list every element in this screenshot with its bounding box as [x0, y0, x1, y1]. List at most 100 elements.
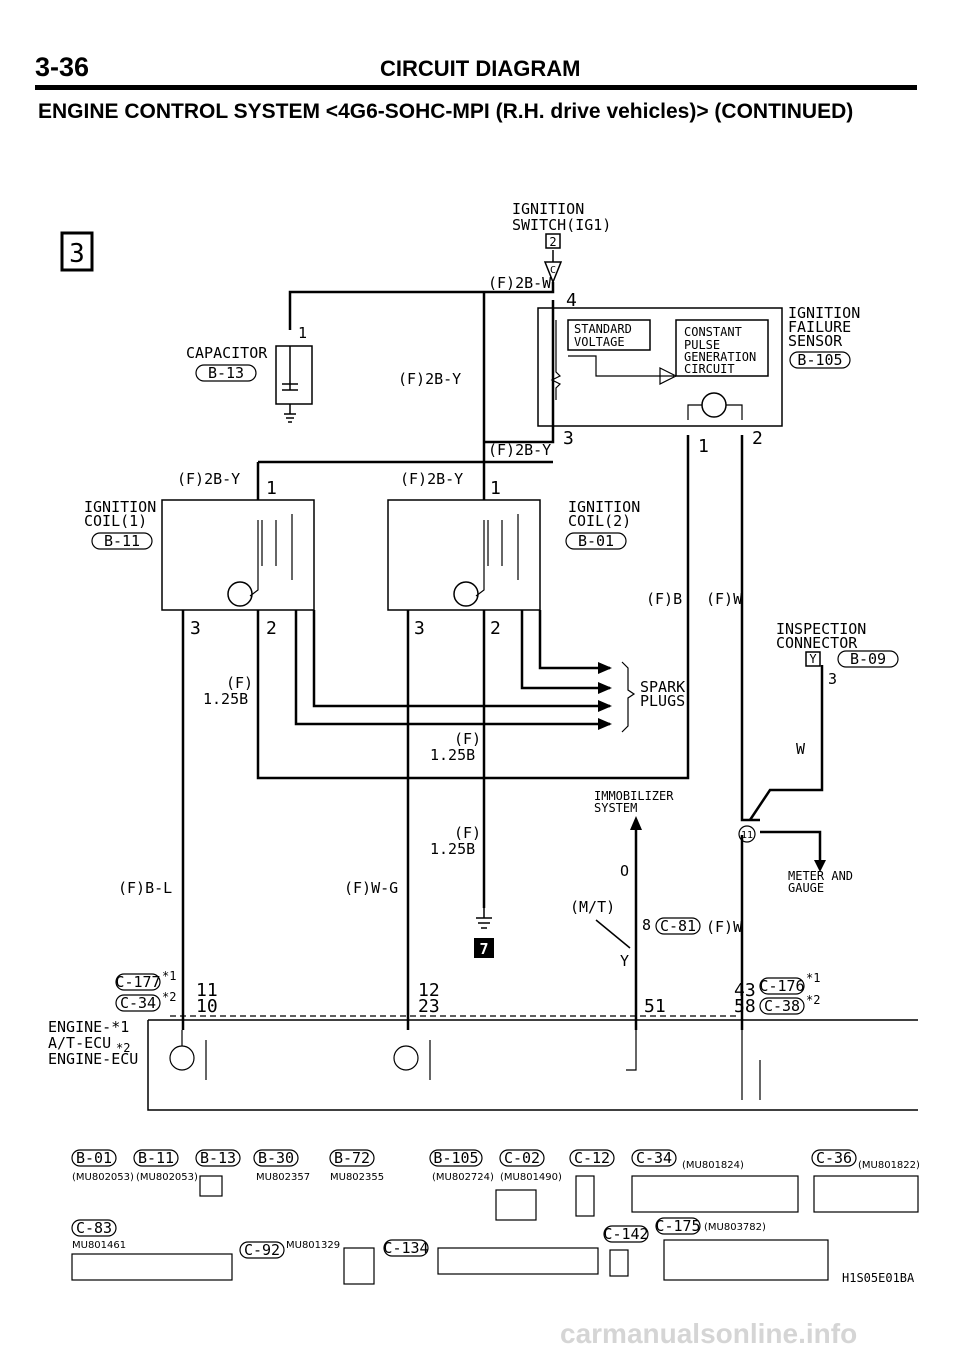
- svg-text:B-01: B-01: [578, 532, 614, 550]
- svg-text:12: 12: [418, 980, 440, 1001]
- svg-text:(F)W: (F)W: [706, 918, 743, 936]
- legend-connector-box: [811, 1149, 857, 1167]
- ecu-pins: C-177 *1 C-34 *2 11 10 12 23 51 43 58 C-…: [115, 969, 820, 1017]
- svg-text:1: 1: [298, 324, 307, 342]
- header-rule: [35, 85, 917, 90]
- svg-text:*1: *1: [162, 969, 176, 983]
- svg-text:(MU801824): (MU801824): [682, 1160, 744, 1171]
- svg-text:(F): (F): [454, 730, 481, 748]
- svg-text:C-38: C-38: [764, 997, 800, 1015]
- svg-text:(MU802053): (MU802053): [136, 1172, 198, 1183]
- svg-text:PLUGS: PLUGS: [640, 692, 685, 710]
- svg-text:C-81: C-81: [660, 917, 696, 935]
- svg-text:2: 2: [752, 428, 763, 449]
- svg-text:*1: *1: [806, 971, 820, 985]
- svg-text:B-13: B-13: [208, 364, 244, 382]
- legend-connector-label: B-30: [258, 1149, 294, 1167]
- inspection-connector: INSPECTION CONNECTOR Y B-09 3: [776, 620, 899, 688]
- svg-text:SENSOR: SENSOR: [788, 332, 843, 350]
- svg-text:COIL(1): COIL(1): [84, 512, 147, 530]
- svg-text:B-11: B-11: [104, 532, 140, 550]
- svg-text:(F)2B-Y: (F)2B-Y: [400, 470, 463, 488]
- ground-symbol: 7: [474, 908, 494, 958]
- svg-text:*2: *2: [116, 1041, 130, 1055]
- svg-text:GENERATION: GENERATION: [684, 350, 756, 364]
- svg-text:4: 4: [566, 290, 577, 311]
- svg-text:INSPECTION: INSPECTION: [776, 620, 866, 638]
- svg-text:C-83: C-83: [76, 1219, 112, 1237]
- svg-text:MU801329: MU801329: [286, 1240, 340, 1251]
- svg-text:COIL(2): COIL(2): [568, 512, 631, 530]
- ignition-switch: IGNITION SWITCH(IG1) 2 C: [512, 200, 611, 285]
- svg-text:3: 3: [828, 670, 837, 688]
- immobilizer-system: IMMOBILIZER SYSTEM O (M/T) Y 8 C-81: [570, 789, 701, 970]
- wire-labels: (F)2B-W (F)2B-Y (F)2B-Y (F)2B-Y (F)2B-Y …: [118, 274, 806, 936]
- svg-text:(MU802053): (MU802053): [72, 1172, 134, 1183]
- svg-text:7: 7: [479, 940, 488, 958]
- svg-text:METER AND: METER AND: [788, 869, 853, 883]
- svg-text:(F)W: (F)W: [706, 590, 743, 608]
- svg-text:1.25B: 1.25B: [430, 840, 475, 858]
- svg-text:(F): (F): [226, 674, 253, 692]
- svg-text:Y: Y: [809, 652, 817, 666]
- legend-connector-box: [195, 1149, 241, 1167]
- svg-text:SPARK: SPARK: [640, 678, 685, 696]
- engine-ecu: ENGINE-*1 A/T-ECU *2 ENGINE-ECU: [48, 1018, 918, 1111]
- svg-text:3: 3: [414, 618, 425, 639]
- svg-text:C-92: C-92: [244, 1241, 280, 1259]
- svg-text:C-176: C-176: [759, 977, 804, 995]
- svg-text:GAUGE: GAUGE: [788, 881, 824, 895]
- meter-and-gauge: 11 METER AND GAUGE: [738, 825, 853, 895]
- svg-text:8: 8: [642, 916, 651, 934]
- svg-text:(F)2B-Y: (F)2B-Y: [488, 441, 551, 459]
- svg-text:IMMOBILIZER: IMMOBILIZER: [594, 789, 674, 803]
- watermark-text: carmanualsonline.info: [560, 1318, 858, 1349]
- svg-text:11: 11: [196, 980, 218, 1001]
- svg-text:VOLTAGE: VOLTAGE: [574, 335, 625, 349]
- legend-connector-box: [329, 1149, 375, 1167]
- capacitor: CAPACITOR B-13 1: [186, 324, 313, 423]
- legend-connector-box: [631, 1149, 677, 1167]
- sheet-marker: 3: [60, 231, 94, 272]
- svg-text:*2: *2: [162, 990, 176, 1004]
- svg-text:C-142: C-142: [603, 1225, 648, 1243]
- svg-text:MU802357: MU802357: [256, 1172, 310, 1183]
- svg-text:2: 2: [490, 618, 501, 639]
- svg-text:STANDARD: STANDARD: [574, 322, 632, 336]
- legend-connector-label: B-01: [76, 1149, 112, 1167]
- svg-text:A/T-ECU: A/T-ECU: [48, 1034, 111, 1052]
- svg-text:IGNITION: IGNITION: [84, 498, 156, 516]
- svg-text:SWITCH(IG1): SWITCH(IG1): [512, 216, 611, 234]
- svg-text:(MU801822): (MU801822): [858, 1160, 920, 1171]
- legend-connector-label: B-72: [334, 1149, 370, 1167]
- svg-text:3: 3: [190, 618, 201, 639]
- svg-text:MU801461: MU801461: [72, 1240, 126, 1251]
- svg-text:2: 2: [549, 235, 556, 249]
- legend-connector-label: C-02: [504, 1149, 540, 1167]
- svg-text:(F): (F): [454, 824, 481, 842]
- svg-text:IGNITION: IGNITION: [788, 304, 860, 322]
- svg-text:FAILURE: FAILURE: [788, 318, 851, 336]
- svg-text:CONNECTOR: CONNECTOR: [776, 634, 858, 652]
- svg-text:C-177: C-177: [115, 973, 160, 991]
- svg-text:3: 3: [563, 428, 574, 449]
- legend-connector-label: B-11: [138, 1149, 174, 1167]
- legend-connector-box: [133, 1149, 179, 1167]
- svg-text:(MU803782): (MU803782): [704, 1222, 766, 1233]
- svg-text:CIRCUIT: CIRCUIT: [684, 362, 735, 376]
- svg-text:IGNITION: IGNITION: [512, 200, 584, 218]
- svg-text:*2: *2: [806, 993, 820, 1007]
- svg-text:(F)B-L: (F)B-L: [118, 879, 172, 897]
- svg-text:1: 1: [490, 478, 501, 499]
- legend-connector-label: C-12: [574, 1149, 610, 1167]
- svg-text:Y: Y: [620, 952, 629, 970]
- legend-connector-box: [569, 1149, 615, 1167]
- svg-text:MU802355: MU802355: [330, 1172, 384, 1183]
- svg-text:(F)B: (F)B: [646, 590, 682, 608]
- svg-text:ENGINE-ECU: ENGINE-ECU: [48, 1050, 138, 1068]
- svg-text:ENGINE-*1: ENGINE-*1: [48, 1018, 129, 1036]
- legend-connector-box: [429, 1149, 483, 1167]
- wiring: [181, 282, 824, 1030]
- svg-text:1: 1: [698, 436, 709, 457]
